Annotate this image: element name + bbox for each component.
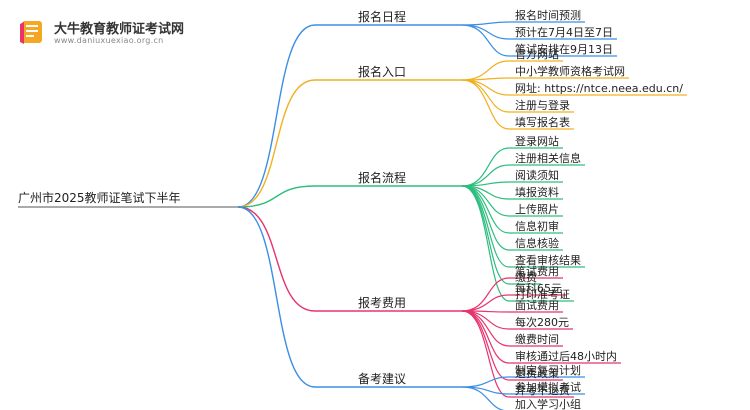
leaf-node: 查看审核结果: [515, 253, 581, 267]
leaf-node: 注册相关信息: [515, 151, 581, 165]
branch-link: [237, 185, 316, 208]
leaf-link: [461, 24, 510, 57]
root-node: 广州市2025教师证笔试下半年: [18, 190, 181, 205]
leaf-node: 制定复习计划: [515, 363, 581, 377]
leaf-link: [461, 181, 510, 187]
leaf-link: [461, 185, 510, 302]
leaf-node: 弃考不退费: [515, 383, 570, 397]
leaf-link: [461, 79, 510, 130]
leaf-node: 加入学习小组: [515, 397, 581, 410]
leaf-node: 官方网站: [515, 47, 559, 61]
leaf-node: 填写报名表: [515, 115, 570, 129]
leaf-node: 报名时间预测: [515, 8, 581, 22]
watermark-brand: 大牛教育教师证考试网: [54, 22, 185, 37]
leaf-link: [461, 79, 510, 113]
branch-link: [237, 206, 316, 388]
leaf-node: 缴费时间: [515, 332, 559, 346]
leaf-node: 参加模拟考试: [515, 380, 581, 394]
leaf-link: [461, 147, 510, 187]
leaf-node: 登录网站: [515, 134, 559, 148]
leaf-node: 填报资料: [515, 185, 559, 199]
book-logo-icon: [20, 21, 42, 44]
branch-node: 报名流程: [358, 170, 406, 185]
leaf-node: 退费政策: [515, 366, 559, 380]
leaf-node: 信息核验: [515, 236, 559, 250]
branch-node: 备考建议: [358, 372, 406, 386]
watermark-logo: 大牛教育教师证考试网 www.daniuxuexiao.org.cn: [18, 16, 228, 50]
leaf-link: [461, 21, 510, 26]
leaf-node: 网址: https://ntce.neea.edu.cn/: [515, 81, 683, 95]
leaf-node: 笔试安排在9月13日: [515, 42, 613, 56]
watermark-domain: www.daniuxuexiao.org.cn: [54, 36, 164, 45]
branch-node: 报考费用: [358, 295, 406, 310]
leaf-link: [461, 60, 510, 81]
leaf-node: 笔试费用: [515, 264, 559, 278]
leaf-node: 面试费用: [515, 299, 559, 312]
leaf-node: 注册与登录: [515, 98, 570, 112]
branch-link: [237, 24, 316, 208]
leaf-node: 预计在7月4日至7日: [515, 26, 613, 39]
leaf-node: 信息初审: [515, 219, 559, 233]
leaf-node: 阅读须知: [515, 168, 559, 182]
leaf-link: [461, 164, 510, 187]
branch-node: 报名入口: [358, 64, 406, 79]
leaf-node: 每科65元: [515, 281, 562, 295]
branch-node: 报名日程: [358, 9, 406, 24]
leaf-node: 中小学教师资格考试网: [515, 64, 625, 78]
leaf-node: 缴费: [515, 270, 537, 284]
leaf-node: 每次280元: [515, 315, 569, 329]
leaf-link: [461, 376, 510, 388]
leaf-link: [461, 310, 510, 398]
branch-link: [237, 79, 316, 208]
leaf-node: 审核通过后48小时内: [515, 349, 617, 363]
leaf-node: 打印准考证: [515, 287, 570, 301]
branch-link: [237, 206, 316, 312]
leaf-link: [461, 386, 506, 410]
mindmap-links: [18, 21, 687, 410]
leaf-node: 上传照片: [515, 203, 559, 216]
leaf-link: [461, 277, 510, 312]
mindmap-nodes: 广州市2025教师证笔试下半年 报名日程 报名时间预测预计在7月4日至7日笔试安排在…: [18, 8, 683, 410]
